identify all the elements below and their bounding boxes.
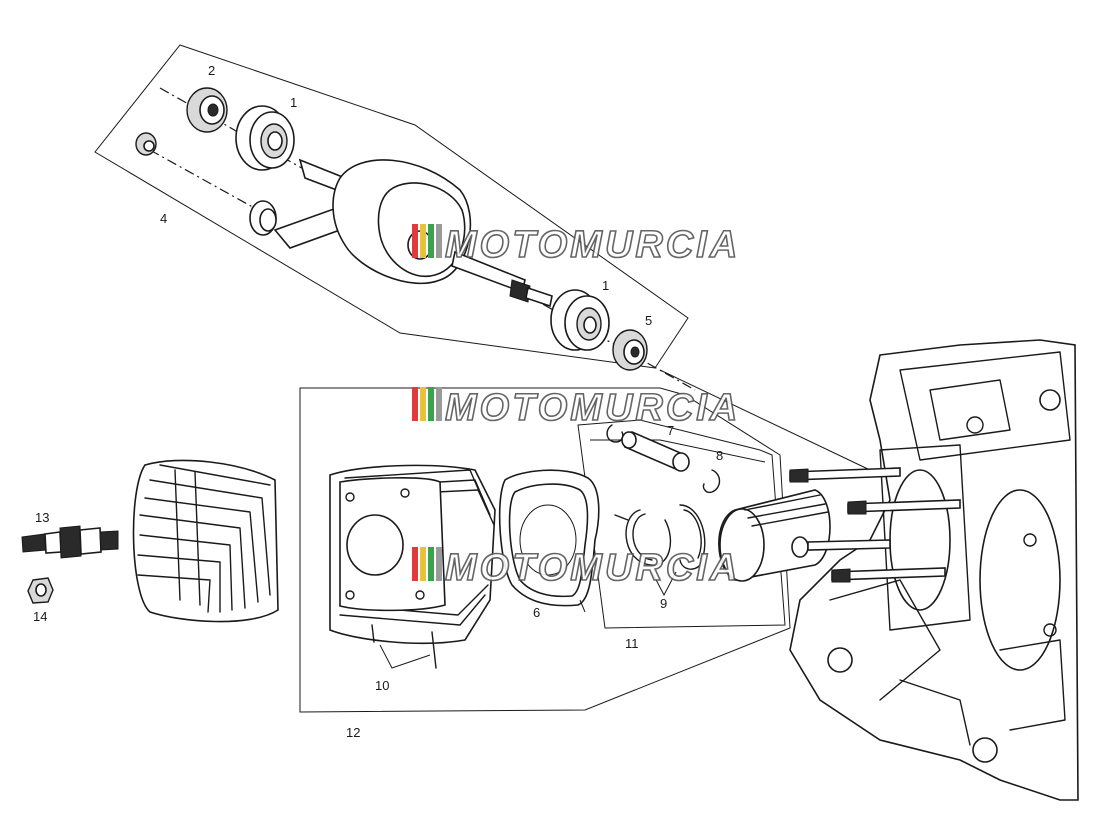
stud-leader-part-10 <box>379 644 431 669</box>
piston-ring-part-9-b <box>632 513 653 561</box>
ring-bracket-left <box>614 514 629 521</box>
needle-bearing-part-4 <box>249 200 277 236</box>
label-part-5: 5 <box>645 313 652 328</box>
watermark-logo-bottom: MOTOMURCIA <box>412 546 740 590</box>
svg-text:MOTOMURCIA: MOTOMURCIA <box>445 547 740 589</box>
label-part-7: 7 <box>667 423 674 438</box>
label-part-14: 14 <box>33 609 47 624</box>
svg-text:MOTOMURCIA: MOTOMURCIA <box>445 224 740 266</box>
oil-seal-part-5 <box>612 329 648 371</box>
bearing-part-1-upper <box>235 105 295 171</box>
spark-plug-part-13 <box>21 525 119 559</box>
label-part-10: 10 <box>375 678 389 693</box>
piston-group-outline <box>577 419 786 629</box>
piston <box>718 489 831 582</box>
cylinder-gasket-part-6 <box>498 469 600 607</box>
piston-ring-part-9-c <box>679 504 706 570</box>
piston-group-inner-line <box>590 439 766 463</box>
bearing-part-1-lower <box>550 289 610 351</box>
circlip-part-8 <box>702 469 721 494</box>
svg-text:MOTOMURCIA: MOTOMURCIA <box>445 387 740 429</box>
label-part-2: 2 <box>208 63 215 78</box>
circlip-part-7-left <box>606 424 624 443</box>
crankcase-guide-line <box>659 369 871 471</box>
label-part-13: 13 <box>35 510 49 525</box>
spark-plug-nut-part-14 <box>27 577 54 604</box>
gasket-leader-part-6 <box>579 599 586 613</box>
watermark-logo-top: MOTOMURCIA <box>412 223 740 267</box>
piston-ring-part-9-a <box>625 509 672 566</box>
cylinder-head <box>132 459 279 623</box>
label-part-8: 8 <box>716 448 723 463</box>
label-part-12: 12 <box>346 725 360 740</box>
piston-ring-part-9-d <box>683 509 702 559</box>
label-part-1-upper: 1 <box>290 95 297 110</box>
piston-pin-part-7 <box>621 430 690 472</box>
label-part-11: 11 <box>625 636 639 651</box>
label-part-6: 6 <box>533 605 540 620</box>
crankshaft-axis-line-lower <box>149 149 259 211</box>
cylinder-studs <box>789 467 961 583</box>
label-part-4: 4 <box>160 211 167 226</box>
label-part-1-lower: 1 <box>602 278 609 293</box>
oil-seal-part-2 <box>186 87 228 133</box>
ring-leader-part-9 <box>651 571 677 597</box>
label-part-9: 9 <box>660 596 667 611</box>
watermark-logo-middle: MOTOMURCIA <box>412 386 740 430</box>
nut-part-4 <box>135 132 157 156</box>
